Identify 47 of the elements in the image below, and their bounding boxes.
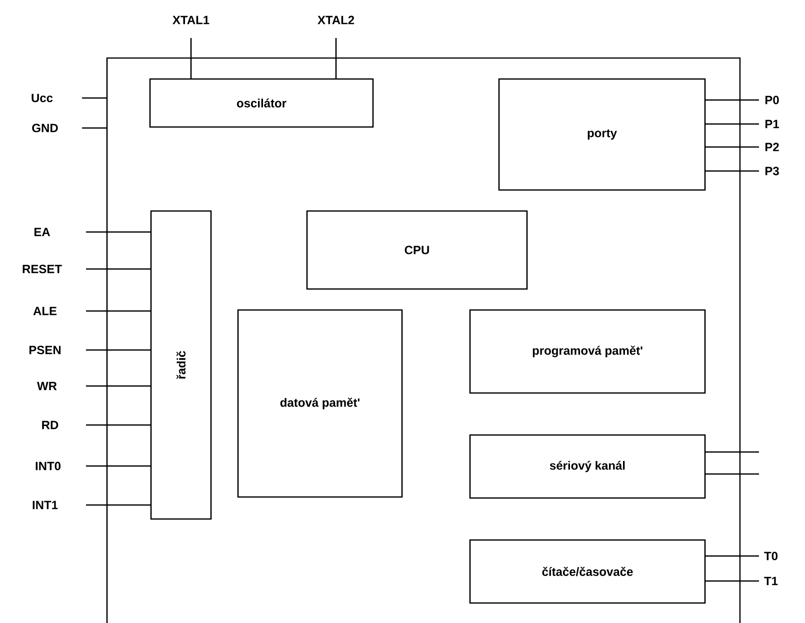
pin-label: GND (32, 124, 58, 132)
pin-label: P0 (765, 96, 779, 104)
pin-line (705, 123, 759, 125)
pin-line (705, 555, 759, 557)
pin-line (705, 451, 759, 453)
pin-line (335, 38, 337, 79)
pin-label: INT1 (32, 500, 58, 510)
block-box: oscilátor (149, 78, 374, 128)
block-box: čítače/časovače (469, 539, 706, 604)
pin-line (705, 473, 759, 475)
block-box: porty (498, 78, 706, 191)
pin-line (86, 504, 151, 506)
pin-label: ALE (33, 306, 57, 316)
pin-line (82, 97, 107, 99)
pin-line (86, 465, 151, 467)
pin-label: XTAL1 (172, 16, 210, 24)
pin-line (705, 146, 759, 148)
block-box: datová pamět' (237, 309, 403, 498)
pin-label: P1 (765, 120, 779, 128)
pin-label: Ucc (32, 94, 53, 102)
pin-label: T0 (764, 552, 778, 560)
pin-label: P2 (765, 142, 779, 152)
pin-label: XTAL2 (318, 16, 354, 24)
block-box: CPU (306, 210, 528, 290)
block-box: řadič (150, 210, 212, 520)
pin-line (705, 99, 759, 101)
pin-label: PSEN (29, 346, 61, 354)
pin-label: P3 (765, 166, 779, 176)
pin-line (82, 127, 107, 129)
chip-outline (106, 57, 741, 623)
pin-line (86, 268, 151, 270)
pin-line (190, 38, 192, 79)
pin-label: INT0 (36, 462, 61, 470)
pin-label: T1 (764, 576, 778, 586)
pin-line (86, 310, 151, 312)
pin-line (705, 170, 759, 172)
pin-line (705, 580, 759, 582)
pin-label: WR (37, 382, 57, 390)
block-box: programová pamět' (469, 309, 706, 394)
pin-line (86, 349, 151, 351)
pin-label: RESET (22, 264, 62, 274)
pin-label: RD (42, 420, 58, 430)
pin-line (86, 231, 151, 233)
pin-line (86, 424, 151, 426)
pin-line (86, 385, 151, 387)
pin-label: EA (34, 228, 50, 236)
block-box: sériový kanál (469, 434, 706, 499)
